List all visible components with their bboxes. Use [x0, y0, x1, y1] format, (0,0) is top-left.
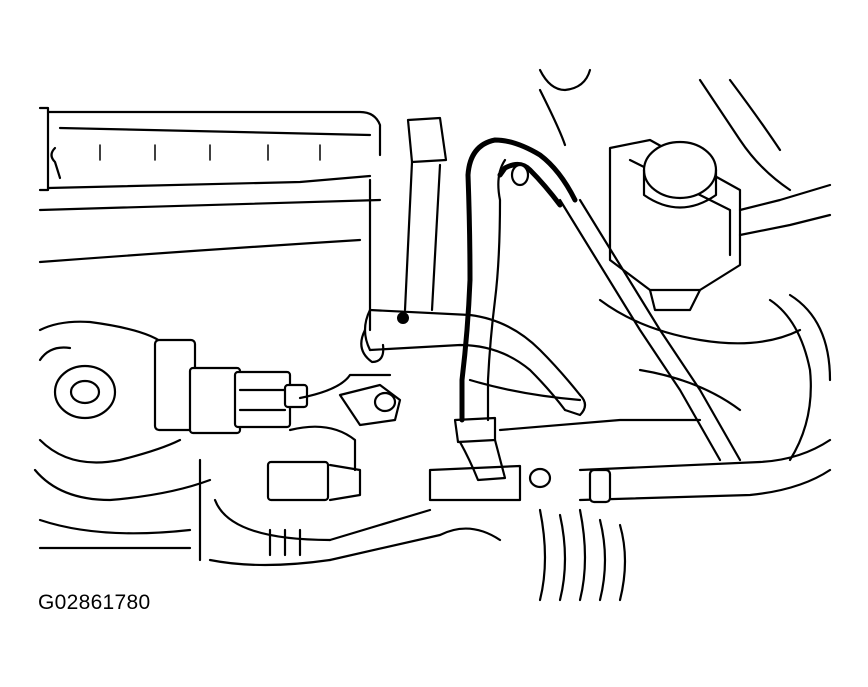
throttle-body	[33, 320, 309, 502]
vacuum-hose	[453, 137, 578, 482]
right-side-lines	[428, 198, 832, 602]
figure-id-label: G02861780	[38, 591, 151, 614]
lower-engine-contours	[208, 508, 502, 567]
air-intake-duct	[38, 106, 382, 332]
metal-pipe-bracket	[360, 116, 587, 417]
lower-left-hoses	[38, 373, 402, 562]
brake-reservoir	[538, 68, 832, 312]
